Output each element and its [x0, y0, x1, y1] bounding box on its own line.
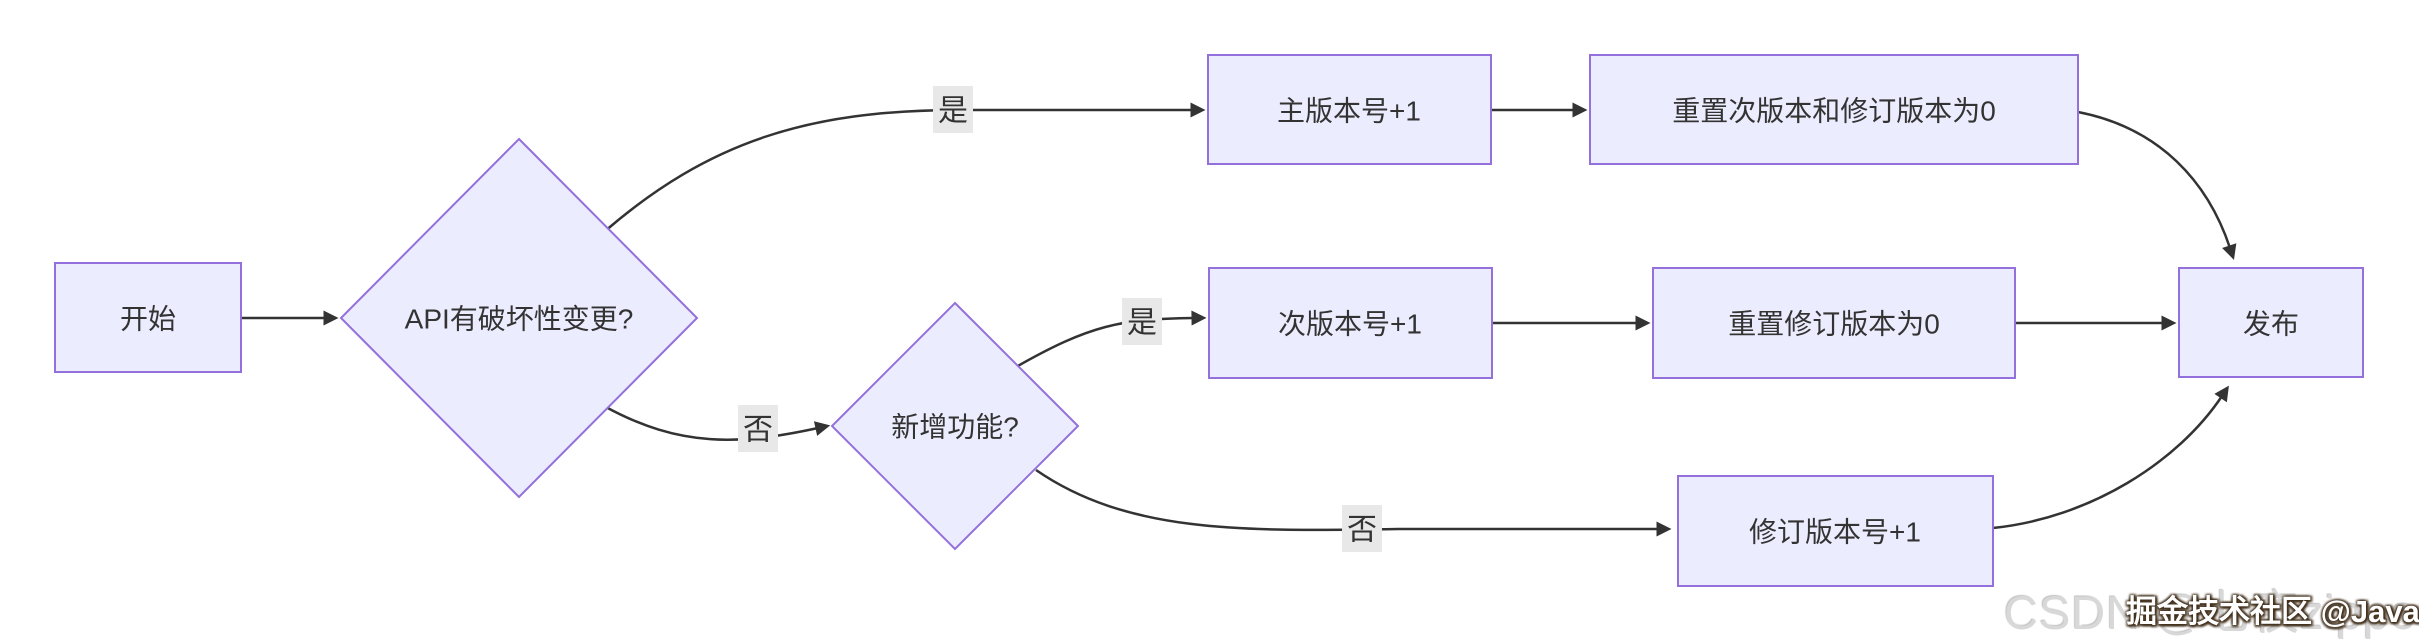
edge-label-bg	[1122, 298, 1162, 345]
node-release: 发布	[2178, 267, 2364, 378]
node-decision-breaking-label: API有破坏性变更?	[405, 304, 634, 335]
node-reset-patch-label: 重置修订版本为0	[1728, 309, 1940, 340]
edge-label-text: 是	[1127, 307, 1157, 340]
edge-label-bg	[1342, 505, 1382, 552]
csdn-watermark: CSDN @七夜zippoe	[2004, 586, 2419, 639]
node-reset-minor-patch-shape	[1589, 54, 2079, 165]
node-decision-breaking-shape	[339, 137, 699, 499]
edge-breaking-no-to-feature	[603, 404, 831, 441]
node-release-label: 发布	[2243, 309, 2299, 340]
node-reset-minor-and-patch: 重置次版本和修订版本为0	[1589, 54, 2079, 165]
edge-label-bg	[738, 405, 778, 452]
node-decision-breaking-change: API有破坏性变更?	[339, 137, 699, 499]
node-patch-bump-label: 修订版本号+1	[1749, 517, 1921, 548]
edge-label-yes-breaking: 是	[933, 86, 973, 133]
edge-label-no-feature: 否	[1342, 505, 1382, 552]
edge-label-text: 否	[1347, 514, 1377, 547]
node-major-bump-label: 主版本号+1	[1277, 96, 1421, 127]
node-decision-feature-shape	[830, 301, 1080, 551]
edge-label-bg	[933, 86, 973, 133]
node-minor-bump-label: 次版本号+1	[1278, 309, 1422, 340]
edge-patch-to-release	[1992, 385, 2229, 530]
node-major-bump: 主版本号+1	[1207, 54, 1492, 165]
edge-label-text: 是	[938, 95, 968, 128]
edge-label-yes-feature: 是	[1122, 298, 1162, 345]
edge-label-text: 否	[743, 414, 773, 447]
node-start-label: 开始	[120, 304, 176, 335]
node-release-shape	[2178, 267, 2364, 378]
node-minor-bump-shape	[1208, 267, 1493, 379]
node-decision-feature-label: 新增功能?	[891, 412, 1019, 443]
edge-feature-yes-to-minor	[1015, 310, 1207, 369]
juejin-watermark: 掘金技术社区 @Java水解	[2126, 594, 2419, 629]
node-reset-patch: 重置修订版本为0	[1652, 267, 2016, 379]
node-patch-bump-shape	[1677, 475, 1994, 587]
edge-label-no-breaking: 否	[738, 405, 778, 452]
node-major-bump-shape	[1207, 54, 1492, 165]
edge-breaking-yes-to-major	[603, 102, 1206, 233]
node-reset-minor-patch-label: 重置次版本和修订版本为0	[1672, 96, 1996, 127]
node-minor-bump: 次版本号+1	[1208, 267, 1493, 379]
node-reset-patch-shape	[1652, 267, 2016, 379]
node-start: 开始	[54, 262, 242, 373]
node-patch-bump: 修订版本号+1	[1677, 475, 1994, 587]
edge-reset-minor-patch-to-release	[2077, 110, 2237, 260]
node-start-shape	[54, 262, 242, 373]
node-decision-new-feature: 新增功能?	[830, 301, 1080, 551]
